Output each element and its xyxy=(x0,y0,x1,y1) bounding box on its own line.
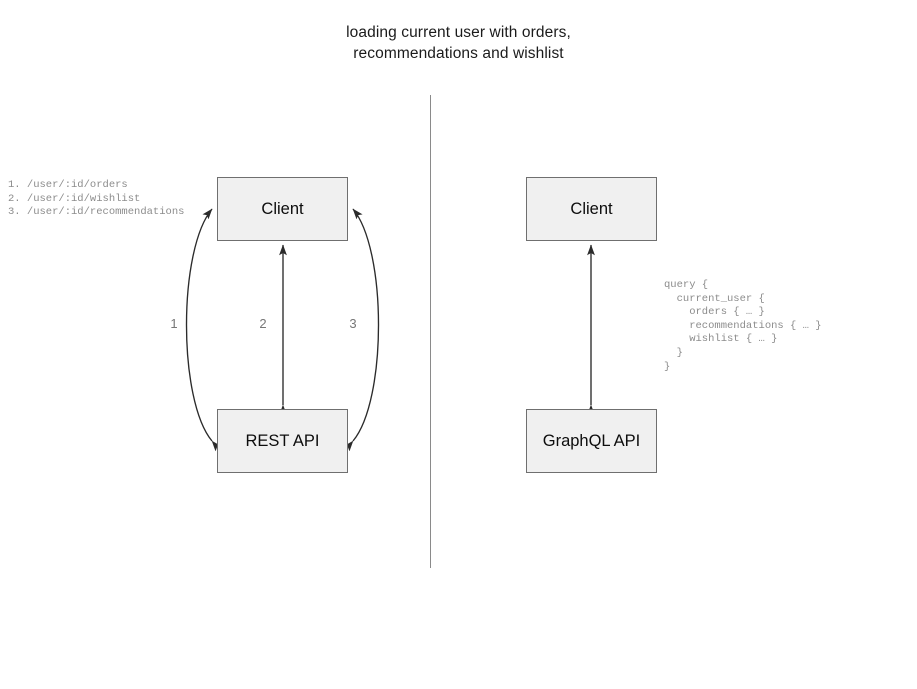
edge-label-1: 1 xyxy=(170,316,178,331)
diagram-title-line-1: loading current user with orders, xyxy=(346,24,571,41)
node-client-graphql[interactable]: Client xyxy=(526,177,657,241)
node-client-rest[interactable]: Client xyxy=(217,177,348,241)
diagram-title-line-2: recommendations and wishlist xyxy=(353,45,564,62)
vertical-divider xyxy=(430,95,432,568)
diagram-title: loading current user with orders, recomm… xyxy=(0,22,917,64)
rest-endpoints-annotation: 1. /user/:id/orders 2. /user/:id/wishlis… xyxy=(8,179,185,219)
rest-edge-1-arrow xyxy=(185,208,222,452)
graphql-query-annotation: query { current_user { orders { … } reco… xyxy=(664,279,822,373)
node-graphql-api[interactable]: GraphQL API xyxy=(526,409,657,473)
edge-label-3: 3 xyxy=(349,316,357,331)
node-graphql-api-label: GraphQL API xyxy=(542,431,641,450)
node-client-graphql-label: Client xyxy=(570,199,613,218)
edge-label-2: 2 xyxy=(259,316,267,331)
node-rest-api[interactable]: REST API xyxy=(217,409,348,473)
node-rest-api-label: REST API xyxy=(245,431,320,450)
node-client-rest-label: Client xyxy=(261,199,304,218)
